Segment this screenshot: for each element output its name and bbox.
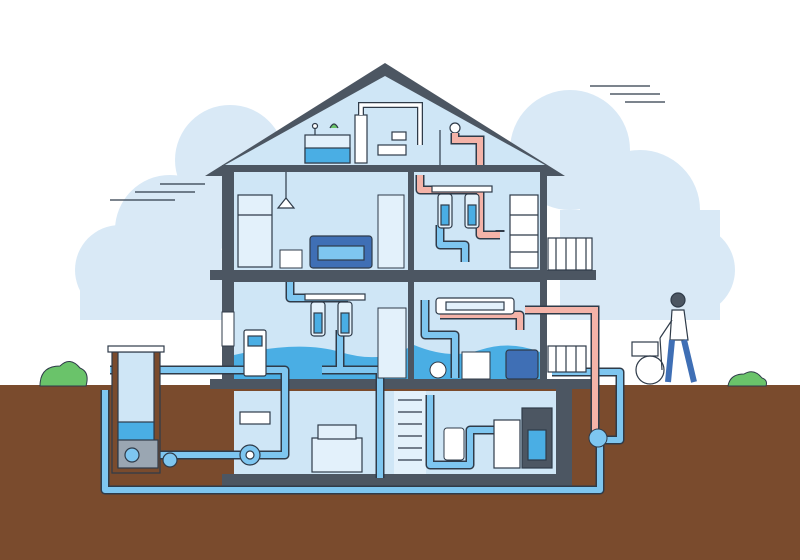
- lamp-icon: [276, 172, 296, 209]
- control-panel: [243, 329, 267, 377]
- balcony-railing: [547, 237, 593, 271]
- person-icon: [659, 292, 697, 383]
- basement-wall-right: [556, 389, 572, 488]
- water-well-icon: [107, 345, 178, 474]
- floor-slab-1: [210, 270, 596, 280]
- refrigerator-icon: [237, 194, 273, 268]
- water-tank-icon: [304, 102, 485, 165]
- plumbing-pipes: [100, 175, 625, 495]
- washing-machine-icon: [493, 407, 553, 469]
- bedroom-door: [377, 194, 405, 269]
- kitchen-door: [377, 307, 407, 379]
- water-heater-icon: [435, 297, 515, 315]
- radiator-icon: [547, 345, 587, 373]
- nightstand: [279, 249, 303, 269]
- pump-icon: [429, 361, 447, 379]
- cabinet: [461, 351, 491, 380]
- tank: [443, 427, 465, 461]
- bush-icon: [39, 361, 767, 387]
- main-valve: [588, 428, 608, 448]
- foundation: [222, 474, 572, 488]
- wind-lines: [110, 85, 665, 201]
- water-filter-icon: [431, 185, 493, 229]
- pump-icon: [239, 411, 271, 466]
- staircase: [398, 399, 422, 461]
- sofa-icon: [505, 349, 539, 380]
- water-filter-icon: [304, 293, 366, 337]
- wall-bracket: [221, 311, 235, 347]
- bed-icon: [309, 235, 373, 269]
- floor-slab-2: [210, 379, 596, 389]
- shopping-cart-icon: [631, 337, 665, 385]
- shelf: [509, 194, 539, 269]
- boiler-icon: [311, 424, 363, 473]
- basement-stairwell: [394, 391, 426, 474]
